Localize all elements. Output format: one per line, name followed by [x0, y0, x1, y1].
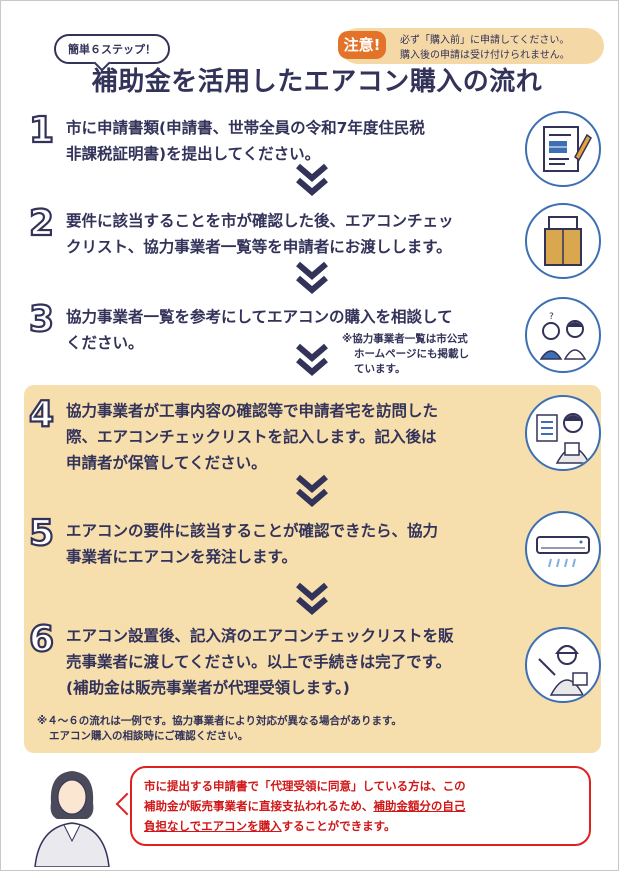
bubble-line-3-plain: することができます。 [281, 819, 396, 833]
step-3-note-line-3: ています。 [354, 363, 406, 375]
caution-line-2: 購入後の申請は受け付けられません。 [400, 50, 570, 61]
air-conditioner-icon [525, 511, 601, 587]
step-arrow-icon [296, 343, 328, 376]
step-arrow-icon [296, 261, 328, 294]
step-2-line-1: 要件に該当することを市が確認した後、エアコンチェッ [66, 212, 454, 230]
bubble-line-2-plain: 補助金が販売事業者に直接支払われるため、 [144, 799, 374, 813]
caution-line-1: 必ず「購入前」に申請してください。 [400, 35, 570, 46]
step-1-line-2: 非課税証明書)を提出してください。 [66, 145, 321, 163]
consultation-people-icon: ? [525, 297, 601, 373]
step-2-number: 2 [28, 203, 55, 244]
bubble-line-2: 補助金が販売事業者に直接支払われるため、補助金額分の自己 [144, 796, 466, 816]
step-4-text: 協力事業者が工事内容の確認等で申請者宅を訪問した 際、エアコンチェックリストを記… [66, 398, 438, 476]
steps-4-6-note: ※４～６の流れは一例です。協力事業者により対応が異なる場合があります。 エアコン… [37, 714, 402, 744]
step-arrow-icon [296, 474, 328, 507]
steps-4-6-background [24, 385, 601, 753]
step-4-number: 4 [28, 394, 55, 435]
caution-tag: 注意! [338, 31, 386, 59]
step-6-line-3: (補助金は販売事業者が代理受領します。) [66, 679, 350, 697]
step-3-note: ※協力事業者一覧は市公式 ホームページにも掲載し ています。 [342, 332, 469, 377]
document-pen-icon [525, 111, 601, 187]
step-2-line-2: クリスト、協力事業者一覧等を申請者にお渡しします。 [66, 238, 452, 256]
step-3-text: 協力事業者一覧を参考にしてエアコンの購入を相談して ください。 [66, 304, 453, 356]
step-4-line-1: 協力事業者が工事内容の確認等で申請者宅を訪問した [66, 402, 439, 420]
step-6-number: 6 [28, 619, 55, 660]
step-3-line-2: ください。 [66, 334, 144, 352]
worker-presenting-icon [525, 627, 601, 703]
speech-bubble: 市に提出する申請書で「代理受領に同意」している方は、この 補助金が販売事業者に直… [130, 766, 591, 846]
page-title: 補助金を活用したエアコン購入の流れ [91, 67, 543, 97]
step-3-line-1: 協力事業者一覧を参考にしてエアコンの購入を相談して [66, 308, 453, 326]
caution-box: 注意! 必ず「購入前」に申請してください。 購入後の申請は受け付けられません。 [338, 28, 604, 64]
bubble-line-3: 負担なしでエアコンを購入することができます。 [144, 816, 466, 836]
step-1-line-1: 市に申請書類(申請書、世帯全員の令和7年度住民税 [66, 119, 425, 137]
steps-4-6-note-line-2: エアコン購入の相談時にご確認ください。 [49, 730, 249, 742]
step-5-line-2: 事業者にエアコンを発注します。 [66, 548, 297, 566]
step-1-number: 1 [28, 110, 55, 151]
steps-4-6-note-line-1: ※４～６の流れは一例です。協力事業者により対応が異なる場合があります。 [37, 715, 402, 727]
worker-checklist-icon [525, 395, 601, 471]
step-5-number: 5 [28, 513, 55, 554]
step-6-line-2: 売事業者に渡してください。以上で手続きは完了です。 [66, 653, 452, 671]
bubble-line-1: 市に提出する申請書で「代理受領に同意」している方は、この [144, 779, 466, 793]
step-3-note-line-2: ホームページにも掲載し [354, 348, 469, 360]
step-5-line-1: エアコンの要件に該当することが確認できたら、協力 [66, 522, 439, 540]
bubble-text: 市に提出する申請書で「代理受領に同意」している方は、この 補助金が販売事業者に直… [144, 776, 466, 836]
step-6-line-1: エアコン設置後、記入済のエアコンチェックリストを販 [66, 627, 454, 645]
step-1-text: 市に申請書類(申請書、世帯全員の令和7年度住民税 非課税証明書)を提出してくださ… [66, 115, 425, 167]
step-arrow-icon [296, 582, 328, 615]
step-6-text: エアコン設置後、記入済のエアコンチェックリストを販 売事業者に渡してください。以… [66, 623, 454, 701]
step-3-note-line-1: ※協力事業者一覧は市公式 [342, 333, 468, 345]
step-2-text: 要件に該当することを市が確認した後、エアコンチェッ クリスト、協力事業者一覧等を… [66, 208, 454, 260]
svg-text:?: ? [549, 312, 554, 322]
bubble-line-3-underlined: 負担なしでエアコンを購入 [144, 819, 282, 833]
step-5-text: エアコンの要件に該当することが確認できたら、協力 事業者にエアコンを発注します。 [66, 518, 438, 570]
step-arrow-icon [296, 163, 328, 196]
step-3-number: 3 [28, 299, 55, 340]
easy-steps-badge: 簡単６ステップ！ [54, 34, 170, 64]
envelope-documents-icon [525, 203, 601, 279]
bubble-line-2-underlined: 補助金額分の自己 [373, 799, 466, 813]
step-4-line-3: 申請者が保管してください。 [66, 454, 267, 472]
woman-guide-illustration [34, 771, 110, 867]
step-4-line-2: 際、エアコンチェックリストを記入します。記入後は [66, 428, 437, 446]
